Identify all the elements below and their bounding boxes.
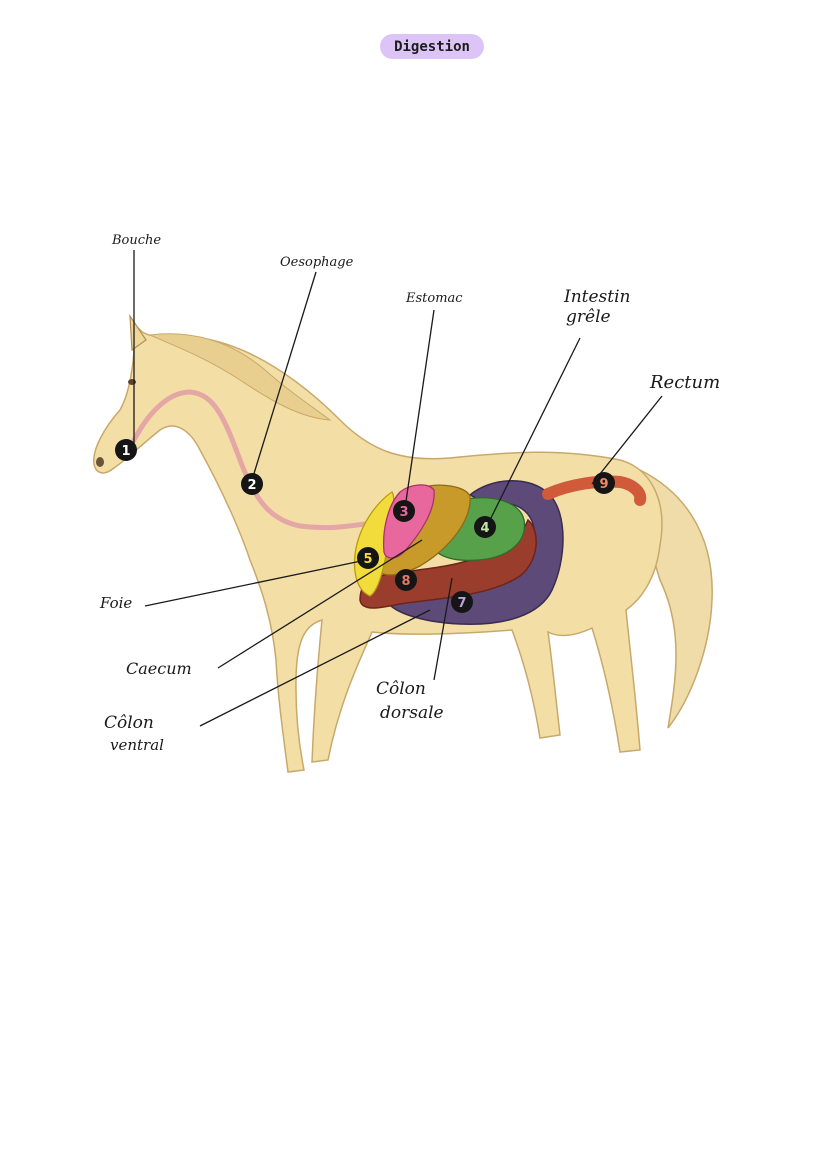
svg-text:3: 3 — [399, 505, 408, 520]
svg-text:9: 9 — [599, 477, 608, 492]
leader-line-4 — [487, 337, 581, 525]
svg-text:7: 7 — [457, 596, 466, 611]
label-rectum: Rectum — [649, 372, 720, 393]
leader-line-6 — [217, 539, 423, 669]
label-intestin-line2: grêle — [566, 307, 611, 327]
leader-line-9 — [591, 395, 663, 485]
marker-1: 1 — [115, 439, 137, 461]
marker-8: 8 — [395, 569, 417, 591]
marker-4: 4 — [474, 516, 496, 538]
horse-mane — [148, 333, 332, 421]
digestive-organs — [131, 389, 647, 625]
svg-text:1: 1 — [121, 444, 130, 459]
marker-9: 9 — [593, 472, 615, 494]
leader-line-3 — [404, 309, 435, 509]
label-foie: Foie — [99, 594, 132, 612]
oesophagus — [131, 389, 383, 531]
leader-lines — [133, 250, 663, 727]
marker-3: 3 — [393, 500, 415, 522]
svg-text:2: 2 — [247, 478, 256, 493]
number-markers: 1 2 3 4 5 7 8 9 — [115, 439, 615, 613]
leader-line-8 — [199, 609, 431, 727]
leader-line-7 — [433, 577, 453, 681]
label-oesophage: Oesophage — [280, 255, 354, 270]
marker-5: 5 — [357, 547, 379, 569]
horse-eye — [128, 379, 136, 385]
label-intestin-line1: Intestin — [563, 287, 631, 307]
label-colon-ventral-line2: ventral — [110, 736, 164, 754]
marker-7: 7 — [451, 591, 473, 613]
label-bouche: Bouche — [111, 233, 161, 248]
horse-nostril — [96, 457, 104, 467]
part-labels: Bouche Oesophage Estomac Intestin grêle … — [99, 233, 720, 754]
leader-line-2 — [251, 271, 317, 481]
svg-text:8: 8 — [401, 574, 410, 589]
label-estomac: Estomac — [405, 291, 463, 306]
svg-text:5: 5 — [363, 552, 372, 567]
leader-line-5 — [144, 559, 367, 607]
label-colon-ventral-line1: Côlon — [104, 713, 154, 733]
marker-2: 2 — [241, 473, 263, 495]
label-colon-dorsale-line2: dorsale — [380, 703, 444, 723]
page-title: Digestion — [380, 34, 484, 59]
svg-text:4: 4 — [480, 521, 489, 536]
rectum — [542, 475, 647, 506]
label-colon-dorsale-line1: Côlon — [376, 679, 426, 699]
label-caecum: Caecum — [126, 659, 192, 678]
